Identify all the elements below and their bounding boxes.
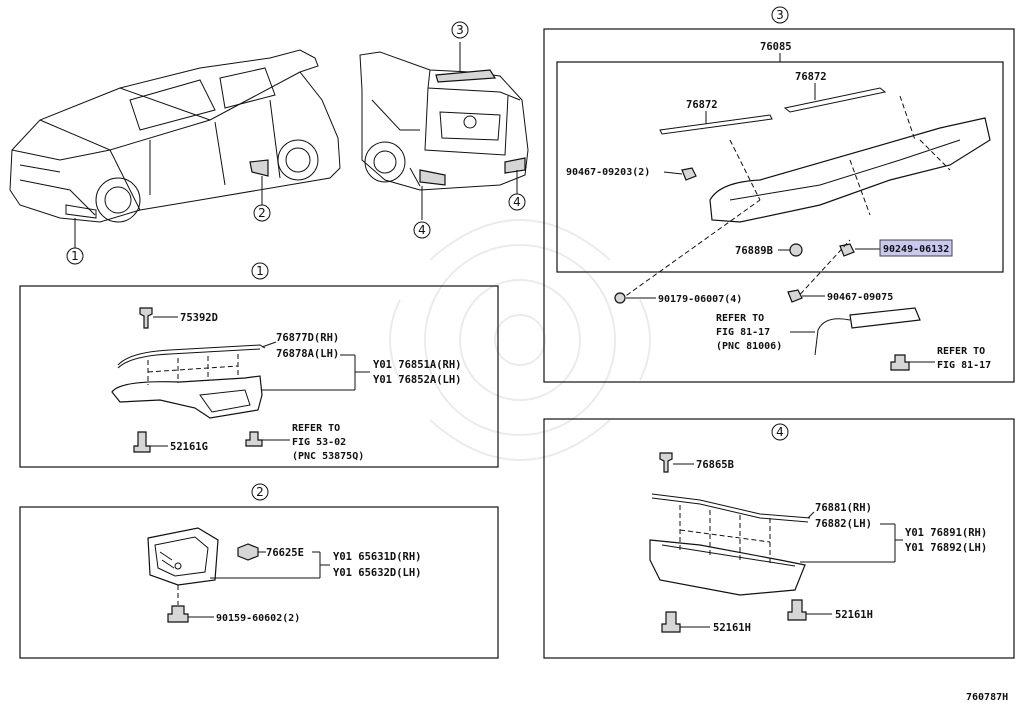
highlight-90249	[879, 239, 953, 257]
section-4: 4 76865B 76881(RH) 76882(LH) Y01 76891(R…	[543, 418, 1015, 659]
part-90249-06132[interactable]: 90249-06132	[883, 244, 949, 255]
section-2-header: 2	[256, 485, 264, 499]
moulding-strip-b	[783, 87, 887, 113]
clip-90467-09203-icon	[681, 167, 697, 181]
diagram-code: 760787H	[966, 692, 1008, 703]
part-Y01-65632D[interactable]: Y01 65632D(LH)	[333, 567, 422, 579]
refer-3a-line1: REFER TO	[716, 313, 764, 324]
rear-spoiler-part	[709, 117, 991, 223]
part-75392D[interactable]: 75392D	[180, 312, 218, 324]
part-76878A[interactable]: 76878A(LH)	[276, 348, 339, 360]
callout-1-label: 1	[71, 249, 79, 263]
part-90467-09203[interactable]: 90467-09203(2)	[566, 167, 650, 178]
section-2: 2 76625E Y01 65631D(RH) Y01 65632D(LH) 9…	[19, 483, 499, 659]
grommet-icon	[789, 243, 803, 257]
part-76872-a[interactable]: 76872	[686, 99, 718, 111]
refer-3a-line2: FIG 81-17	[716, 327, 770, 338]
screw-52161H-b-icon	[787, 599, 807, 621]
bolt-ref-icon	[890, 354, 910, 371]
clip-icon	[139, 307, 153, 329]
mudflap-part	[147, 527, 219, 586]
refer-3b-line1: REFER TO	[937, 346, 985, 357]
section-3: 3 76085 76872 76872 90467-09203(2) 76889…	[543, 6, 1015, 383]
screw-icon	[133, 431, 151, 453]
refer-3b-line2: FIG 81-17	[937, 360, 991, 371]
callout-circle-3	[451, 21, 469, 39]
moulding-strip-a	[659, 114, 773, 135]
front-spoiler-part	[111, 375, 263, 419]
part-76882[interactable]: 76882(LH)	[815, 518, 872, 530]
part-Y01-76891[interactable]: Y01 76891(RH)	[905, 527, 987, 539]
part-76085[interactable]: 76085	[760, 41, 792, 53]
watermark-emblem	[389, 219, 651, 461]
stop-lamp-part	[849, 307, 921, 329]
callout-3-label: 3	[456, 23, 464, 37]
clip-76625E-icon	[237, 543, 259, 561]
part-90159[interactable]: 90159-60602(2)	[216, 613, 300, 624]
part-52161G[interactable]: 52161G	[170, 441, 208, 453]
callout-circle-4a	[413, 221, 431, 239]
bolt-90159-icon	[167, 605, 189, 623]
screw-90249-icon	[839, 243, 855, 257]
section-1-header: 1	[256, 264, 264, 278]
callout-circle-1	[66, 247, 84, 265]
part-76889B[interactable]: 76889B	[735, 245, 773, 257]
callout-2-label: 2	[258, 206, 266, 220]
section-3-header: 3	[776, 8, 784, 22]
refer-1-line3: (PNC 53875Q)	[292, 451, 364, 462]
clip-90179-icon	[614, 292, 626, 304]
part-Y01-76852A[interactable]: Y01 76852A(LH)	[373, 374, 462, 386]
part-76865B[interactable]: 76865B	[696, 459, 734, 471]
section-3-box	[543, 28, 1015, 383]
part-76872-b[interactable]: 76872	[795, 71, 827, 83]
bolt-icon	[245, 431, 263, 447]
part-52161H-a[interactable]: 52161H	[713, 622, 751, 634]
refer-3a-line3: (PNC 81006)	[716, 341, 782, 352]
vehicle-rear-illustration	[359, 51, 529, 191]
part-Y01-76851A[interactable]: Y01 76851A(RH)	[373, 359, 462, 371]
part-Y01-65631D[interactable]: Y01 65631D(RH)	[333, 551, 422, 563]
part-52161H-b[interactable]: 52161H	[835, 609, 873, 621]
section-1: 1 75392D 76877D(RH) 76878A(LH) Y01 76851…	[19, 262, 499, 468]
refer-1-line2: FIG 53-02	[292, 437, 346, 448]
vehicle-front-illustration	[9, 49, 341, 223]
section-4-box	[543, 418, 1015, 659]
refer-1-line1: REFER TO	[292, 423, 340, 434]
section-4-header: 4	[776, 425, 784, 439]
screw-52161H-a-icon	[661, 611, 681, 633]
callout-circle-2	[253, 204, 271, 222]
part-76877D[interactable]: 76877D(RH)	[276, 332, 339, 344]
rear-spoiler-lower-part	[649, 539, 806, 596]
callout-4a-label: 4	[418, 223, 426, 237]
callout-circle-4b	[508, 193, 526, 211]
part-76881[interactable]: 76881(RH)	[815, 502, 872, 514]
clip-76865B-icon	[659, 452, 673, 473]
part-90179[interactable]: 90179-06007(4)	[658, 294, 742, 305]
clip-90467-09075-icon	[787, 289, 803, 303]
overview-callouts: 1 2 3 4 4	[66, 21, 526, 265]
section-1-box	[19, 285, 499, 468]
callout-4b-label: 4	[513, 195, 521, 209]
part-76625E[interactable]: 76625E	[266, 547, 304, 559]
part-90467-09075[interactable]: 90467-09075	[827, 292, 893, 303]
part-Y01-76892[interactable]: Y01 76892(LH)	[905, 542, 987, 554]
section-2-box	[19, 506, 499, 659]
